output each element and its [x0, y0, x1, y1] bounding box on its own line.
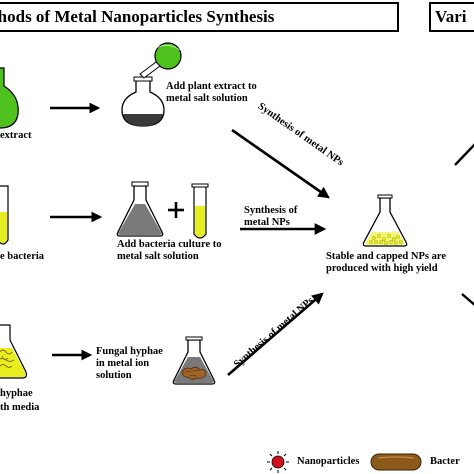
arrow-right-lower — [461, 293, 474, 306]
result-label: Stable and capped NPs are produced with … — [326, 251, 446, 274]
plus-icon — [168, 202, 184, 218]
fungal-hyphae-flask-icon — [0, 324, 28, 379]
metal-salt-flask-icon — [121, 76, 165, 127]
metal-salt-conical-flask-icon — [116, 181, 164, 237]
pouring-plant-extract-icon — [139, 42, 182, 79]
metal-ion-flask-icon — [172, 336, 216, 385]
row1-source-label: extract — [0, 130, 32, 141]
nanoparticle-legend-icon — [267, 451, 289, 473]
bacteria-tube-icon — [0, 185, 9, 245]
arrow-right-upper — [454, 143, 474, 166]
section-title-text: thods of Metal Nanoparticles Synthesis — [0, 7, 275, 26]
plant-extract-flask-icon — [0, 67, 19, 129]
bacteria-culture-tube-icon — [191, 183, 209, 239]
bacteria-legend-icon — [370, 453, 422, 471]
section-title-variants: Vari — [429, 2, 474, 32]
row3-source-label-2: th media — [0, 402, 40, 413]
row3-source-label-1: hyphae — [0, 388, 33, 399]
row2-arrow-label: Synthesis of metal NPs — [244, 205, 298, 228]
row1-step-label: Add plant extract to metal salt solution — [166, 81, 257, 104]
arrow-row1-to-result — [231, 128, 330, 199]
row2-step-label: Add bacteria culture to metal salt solut… — [117, 239, 222, 262]
result-flask-icon — [362, 194, 408, 247]
section-title-right-text: Vari — [435, 7, 467, 26]
row3-step-label: Fungal hyphae in metal ion solution — [96, 346, 163, 381]
legend-bacteria-label: Bacter — [430, 456, 460, 467]
legend-nanoparticles-label: Nanoparticles — [297, 456, 360, 467]
arrow-row3-to-result — [227, 292, 324, 376]
section-title-synthesis-methods: thods of Metal Nanoparticles Synthesis — [0, 2, 399, 32]
row2-source-label: e bacteria — [0, 251, 45, 262]
